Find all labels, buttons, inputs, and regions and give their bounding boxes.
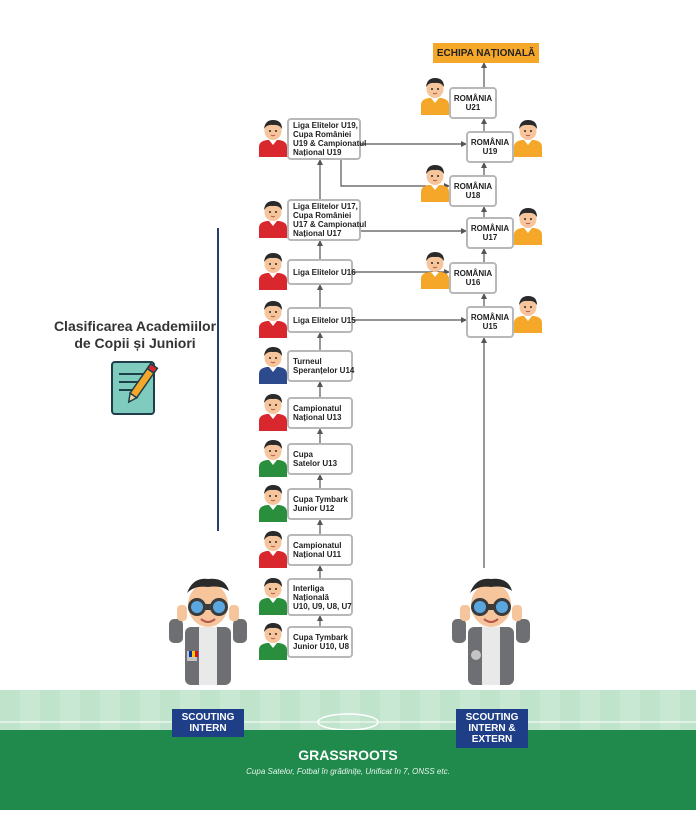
national-box-u17: ROMÂNIA U17 — [466, 217, 514, 249]
box-line: U10, U9, U8, U7 — [293, 601, 352, 611]
academy-box-u17: Liga Elitelor U17, Cupa României U17 & C… — [287, 199, 367, 241]
box-line: Național U17 — [293, 229, 342, 238]
box-line: U21 — [465, 103, 481, 112]
academy-player-icon — [259, 201, 287, 238]
label-line: INTERN — [189, 723, 227, 734]
grassroots-subtitle: Cupa Satelor, Fotbal în grădinițe, Unifi… — [246, 767, 450, 776]
box-line: U15 — [482, 322, 498, 331]
box-line: Campionatul — [293, 404, 342, 413]
national-box-u21: ROMÂNIA U21 — [449, 87, 497, 119]
academy-box-u10-tymbark: Cupa Tymbark Junior U10, U8 — [287, 626, 353, 658]
football-field — [0, 690, 696, 810]
academy-box-u10-interliga: Interliga Națională U10, U9, U8, U7 — [287, 578, 353, 616]
box-line: Național U19 — [293, 148, 342, 157]
national-player-icon — [421, 252, 449, 289]
box-line: Național U13 — [293, 413, 342, 422]
box-line: Cupa României — [293, 130, 352, 139]
national-box-u19: ROMÂNIA U19 — [466, 131, 514, 163]
box-line: ROMÂNIA — [470, 313, 510, 322]
box-line: U18 — [465, 191, 481, 200]
academy-player-icon — [259, 253, 287, 290]
national-player-icon — [514, 208, 542, 245]
box-line: Liga Elitelor U17, — [293, 202, 358, 211]
national-box-u18: ROMÂNIA U18 — [449, 175, 497, 207]
national-player-icon — [514, 120, 542, 157]
academy-player-icon — [259, 485, 287, 522]
academy-box-u12: Cupa Tymbark Junior U12 — [287, 488, 353, 520]
box-line: ROMÂNIA — [453, 182, 493, 191]
label-line: INTERN & — [468, 723, 516, 734]
academy-player-icon — [259, 531, 287, 568]
academy-box-u11: Campionatul Național U11 — [287, 534, 353, 566]
box-line: Campionatul — [293, 541, 342, 550]
academy-box-u14: Turneul Speranțelor U14 — [287, 350, 355, 382]
box-line: Națională — [293, 592, 330, 602]
label-line: SCOUTING — [465, 712, 519, 723]
box-line: Cupa — [293, 450, 313, 459]
label-line: EXTERN — [471, 734, 513, 745]
scouting-extern-label: SCOUTING INTERN & EXTERN — [456, 709, 528, 748]
box-line: Liga Elitelor U15 — [293, 315, 356, 325]
box-line: U19 — [482, 147, 498, 156]
box-line: Junior U10, U8 — [293, 642, 350, 651]
box-line: Speranțelor U14 — [293, 366, 355, 375]
box-line: Cupa Tymbark — [293, 633, 348, 642]
side-title: Clasificarea Academiilor de Copii și Jun… — [50, 318, 220, 352]
box-line: U17 & Campionatul — [293, 220, 367, 229]
box-line: Liga Elitelor U19, — [293, 121, 358, 130]
academy-player-icon — [259, 440, 287, 477]
box-line: Satelor U13 — [293, 459, 338, 468]
national-team-label: ECHIPA NAȚIONALĂ — [433, 43, 539, 63]
box-line: Liga Elitelor U16 — [293, 267, 356, 277]
box-line: Național U11 — [293, 550, 342, 559]
divider-line — [217, 228, 219, 531]
box-line: U16 — [465, 278, 481, 287]
box-line: Interliga — [293, 583, 325, 593]
scout-intern-figure — [169, 578, 247, 685]
document-pencil-icon — [111, 361, 159, 415]
academy-box-u19: Liga Elitelor U19, Cupa României U19 & C… — [287, 118, 367, 160]
box-line: U17 — [482, 233, 498, 242]
box-line: Cupa României — [293, 211, 352, 220]
box-line: ROMÂNIA — [453, 94, 493, 103]
national-box-u15: ROMÂNIA U15 — [466, 306, 514, 338]
national-box-u16: ROMÂNIA U16 — [449, 262, 497, 294]
box-line: Cupa Tymbark — [293, 495, 348, 504]
academy-box-u13-national: Campionatul Național U13 — [287, 397, 353, 429]
box-line: ROMÂNIA — [470, 224, 510, 233]
box-line: ROMÂNIA — [470, 138, 510, 147]
academy-player-icon — [259, 301, 287, 338]
academy-player-icon — [259, 623, 287, 660]
scouting-intern-label: SCOUTING INTERN — [172, 709, 244, 737]
side-title-line-1: Clasificarea Academiilor — [53, 318, 217, 334]
national-player-icon — [421, 78, 449, 115]
u19-to-u18-arrow — [340, 160, 450, 189]
side-title-line-2: de Copii și Juniori — [74, 335, 196, 351]
academy-box-u15: Liga Elitelor U15 — [287, 307, 356, 333]
box-line: Junior U12 — [293, 504, 335, 513]
scout-extern-figure — [452, 578, 530, 685]
academy-box-u16: Liga Elitelor U16 — [287, 259, 356, 285]
box-line: U19 & Campionatul — [293, 139, 367, 148]
academy-player-icon — [259, 394, 287, 431]
box-line: ROMÂNIA — [453, 269, 493, 278]
academy-box-u13-satelor: Cupa Satelor U13 — [287, 443, 353, 475]
academy-player-icon — [259, 578, 287, 615]
national-player-icon — [421, 165, 449, 202]
box-line: Turneul — [293, 357, 322, 366]
label-line: SCOUTING — [181, 712, 235, 723]
academy-player-icon — [259, 347, 287, 384]
grassroots-title: GRASSROOTS — [298, 747, 398, 763]
academy-player-icon — [259, 120, 287, 157]
national-player-icon — [514, 296, 542, 333]
